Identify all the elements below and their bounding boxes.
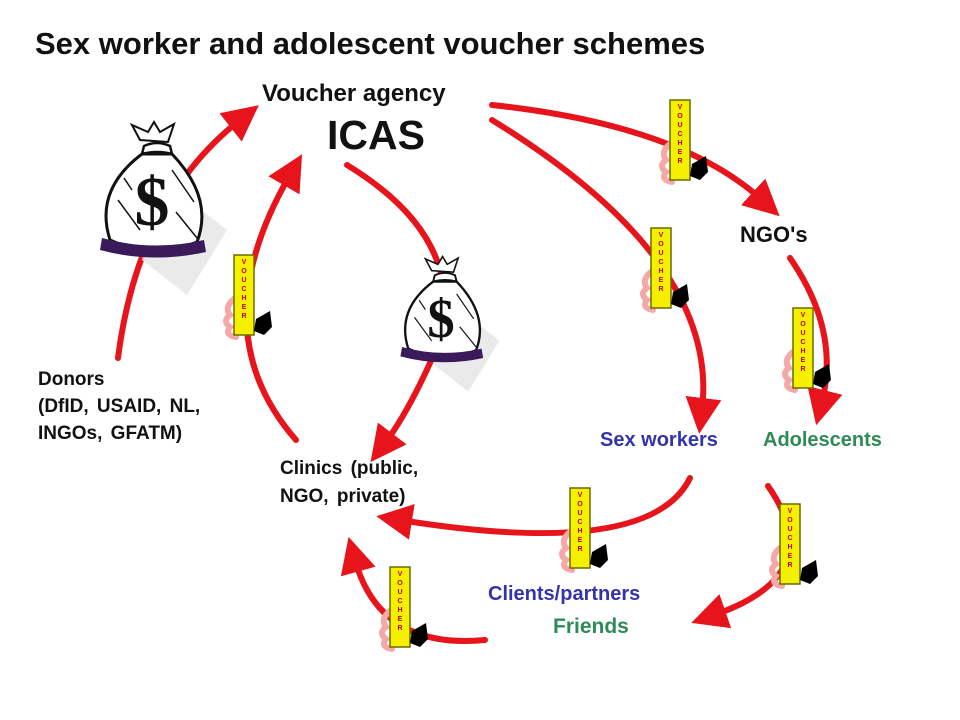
clients-partners-label: Clients/partners [488, 583, 641, 605]
adolescents-label: Adolescents [763, 429, 882, 451]
voucher-icon-clinics-icas [226, 255, 272, 337]
donors-label: Donors (DfID, USAID, NL, INGOs, GFATM) [38, 366, 200, 447]
clinics-line-2: NGO, private) [280, 486, 406, 507]
voucher-icon-clients-clinics [382, 567, 428, 649]
donors-line-1: Donors [38, 369, 105, 390]
page-title: Sex worker and adolescent voucher scheme… [35, 26, 706, 61]
sex-workers-label: Sex workers [600, 429, 718, 451]
voucher-icon-icas-sexworkers [643, 228, 689, 310]
arrow-sexworkers-to-clinics [376, 475, 693, 540]
friends-label: Friends [553, 615, 629, 638]
arrow-icas-to-ngos [489, 102, 780, 217]
voucher-agency-name: ICAS [327, 112, 425, 158]
money-bag-icon-icas [399, 255, 501, 393]
voucher-agency-label: Voucher agency [262, 80, 446, 107]
donors-line-3: INGOs, GFATM) [38, 423, 183, 444]
voucher-icon-icas-ngos [662, 100, 708, 182]
donors-line-2: (DfID, USAID, NL, [38, 396, 201, 417]
clinics-label: Clinics (public, NGO, private) [280, 455, 418, 511]
ngos-label: NGO's [740, 222, 808, 247]
clinics-line-1: Clinics (public, [280, 458, 419, 479]
